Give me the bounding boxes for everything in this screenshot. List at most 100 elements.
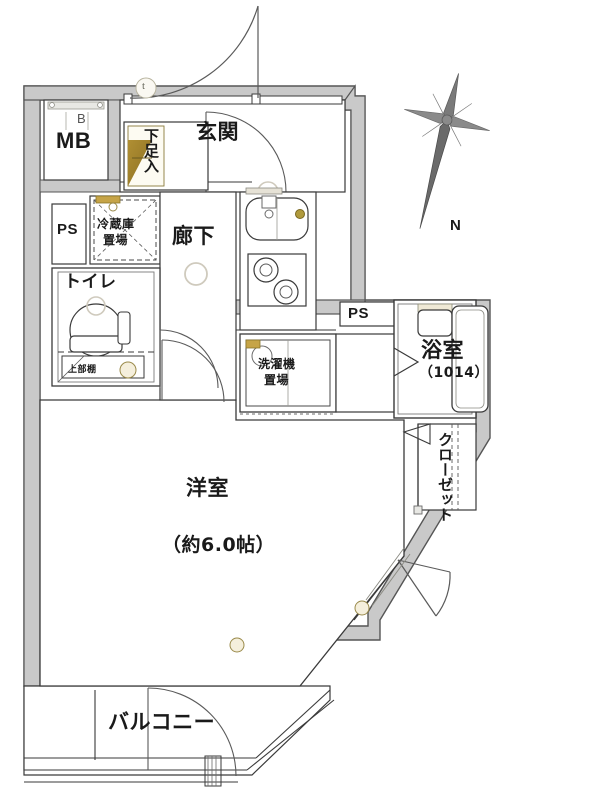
closet-fixture — [402, 423, 477, 515]
compass-rose — [404, 73, 490, 229]
toilet-label: トイレ — [64, 272, 117, 292]
main-room-label: 洋室 — [186, 476, 229, 500]
angled-window-line-2 — [371, 553, 411, 607]
angled-window-line-1 — [365, 547, 405, 601]
kitchen-drain-icon — [264, 209, 274, 219]
wall-under-mb — [39, 179, 121, 193]
main-room-floor — [39, 399, 405, 687]
wall-notch-upper-right — [344, 84, 366, 315]
entry-door-tag-label: t — [142, 80, 146, 92]
entry-door-swing-arc — [129, 5, 259, 99]
meter-box-sub-label: B — [77, 111, 87, 126]
washing-machine-space-label-line2: 置場 — [264, 373, 290, 387]
meter-box-label: MB — [56, 128, 92, 153]
kitchen-faucet-base — [261, 195, 277, 209]
corridor-light-fixture-icon — [184, 262, 208, 286]
wall-partition-mb — [107, 99, 121, 193]
meter-box-outline — [43, 99, 109, 181]
upper-shelf-leader — [57, 355, 85, 383]
main-room-window-icon — [229, 637, 245, 653]
balcony-rail-slant-2 — [246, 699, 335, 771]
refrigerator-space-fixture — [89, 195, 161, 265]
washroom-floor — [335, 333, 405, 413]
stove-burner-2 — [273, 279, 299, 305]
toilet-seat-icon — [69, 335, 123, 353]
compass-point-right — [446, 116, 490, 131]
pipe-shaft-right-box — [339, 301, 397, 327]
compass-point-up — [443, 73, 459, 121]
meter-box-lintel — [47, 101, 105, 110]
toilet-inner-outline — [57, 271, 155, 383]
wall-strip-left — [23, 85, 41, 687]
corridor-label: 廊下 — [172, 224, 215, 248]
meter-box-fixture — [43, 99, 109, 181]
kitchen-fixtures — [239, 187, 317, 331]
pipe-shaft-left-label: PS — [57, 221, 79, 238]
refrigerator-dashed-box — [93, 199, 157, 261]
pipe-shaft-left-box — [51, 203, 87, 265]
compass-north-label: N — [450, 217, 462, 234]
main-room-outline — [39, 399, 405, 687]
bathroom-room — [393, 299, 489, 419]
toilet-door-swing-arc — [159, 329, 219, 389]
corridor-door-swing-arc — [161, 339, 225, 403]
refrigerator-space-label-line1: 冷蔵庫 — [97, 217, 135, 231]
refrigerator-outlet-icon — [108, 202, 118, 212]
shoe-cabinet-fixture — [123, 121, 209, 191]
meter-box-hinge-left — [49, 102, 55, 108]
kitchen-faucet-icon — [295, 209, 305, 219]
washing-machine-space-fixture — [239, 333, 337, 415]
bathroom-door-indicator — [393, 347, 420, 377]
bathroom-sink-icon — [417, 309, 453, 337]
closet-leader-arrow — [402, 423, 431, 445]
stove-burner-2-inner — [279, 285, 293, 299]
stove-burner-1 — [253, 257, 279, 283]
pipe-shaft-right-label: PS — [348, 305, 370, 322]
pipe-shaft-left-fixture — [51, 203, 87, 265]
pipe-shaft-right-fixture — [339, 301, 397, 327]
diagonal-door-chord — [397, 559, 451, 573]
closet-label: クローゼット — [436, 432, 454, 522]
diagonal-door-swing-arc — [435, 571, 451, 617]
washing-machine-space-label-line1: 洗濯機 — [258, 357, 296, 371]
corridor-area — [159, 191, 237, 403]
toilet-light-fixture-icon — [86, 296, 106, 316]
balcony-partition-panel — [204, 755, 222, 787]
meter-box-hinge-right — [97, 102, 103, 108]
refrigerator-space-label-line2: 置場 — [103, 233, 129, 247]
washer-drain-icon — [251, 345, 273, 367]
compass-point-left — [404, 109, 448, 124]
entry-door-jamb-left — [123, 93, 133, 105]
corridor-floor — [159, 191, 237, 401]
main-room-size-label: （約6.0帖） — [162, 534, 276, 556]
toilet-accessory-icon — [119, 361, 137, 379]
bathroom-code-label: （1014） — [419, 365, 489, 381]
bathroom-bathtub-inner — [455, 309, 485, 409]
diagonal-door — [353, 547, 451, 621]
upper-shelf-label: 上部棚 — [68, 365, 97, 375]
refrigerator-diag-2 — [93, 199, 157, 261]
toilet-room — [51, 267, 219, 389]
balcony-door-swing-arc — [147, 687, 237, 777]
entrance-threshold — [125, 95, 343, 105]
entry-door-jamb-right — [251, 93, 261, 105]
kitchen-stove-icon — [247, 253, 307, 307]
range-hood-icon — [245, 187, 283, 195]
entry-tag-circle — [135, 77, 157, 99]
washer-outlet-plate — [245, 339, 261, 349]
closet-door-stop — [413, 505, 423, 515]
entrance-label: 玄関 — [196, 120, 239, 144]
compass-point-down — [419, 119, 451, 229]
bathroom-label: 浴室 — [421, 338, 464, 362]
shoe-cabinet-open-indicator — [128, 140, 152, 186]
angled-wall-fixture-icon — [354, 600, 370, 616]
inner-door-swing-arc — [205, 111, 287, 193]
shoe-cabinet-label: 下足入 — [142, 128, 160, 173]
toilet-tank-icon — [117, 311, 131, 345]
diagonal-door-leaf — [397, 559, 437, 617]
refrigerator-outlet-plate — [95, 195, 121, 204]
balcony-label: バルコニー — [108, 710, 216, 734]
stove-burner-1-inner — [259, 263, 273, 277]
